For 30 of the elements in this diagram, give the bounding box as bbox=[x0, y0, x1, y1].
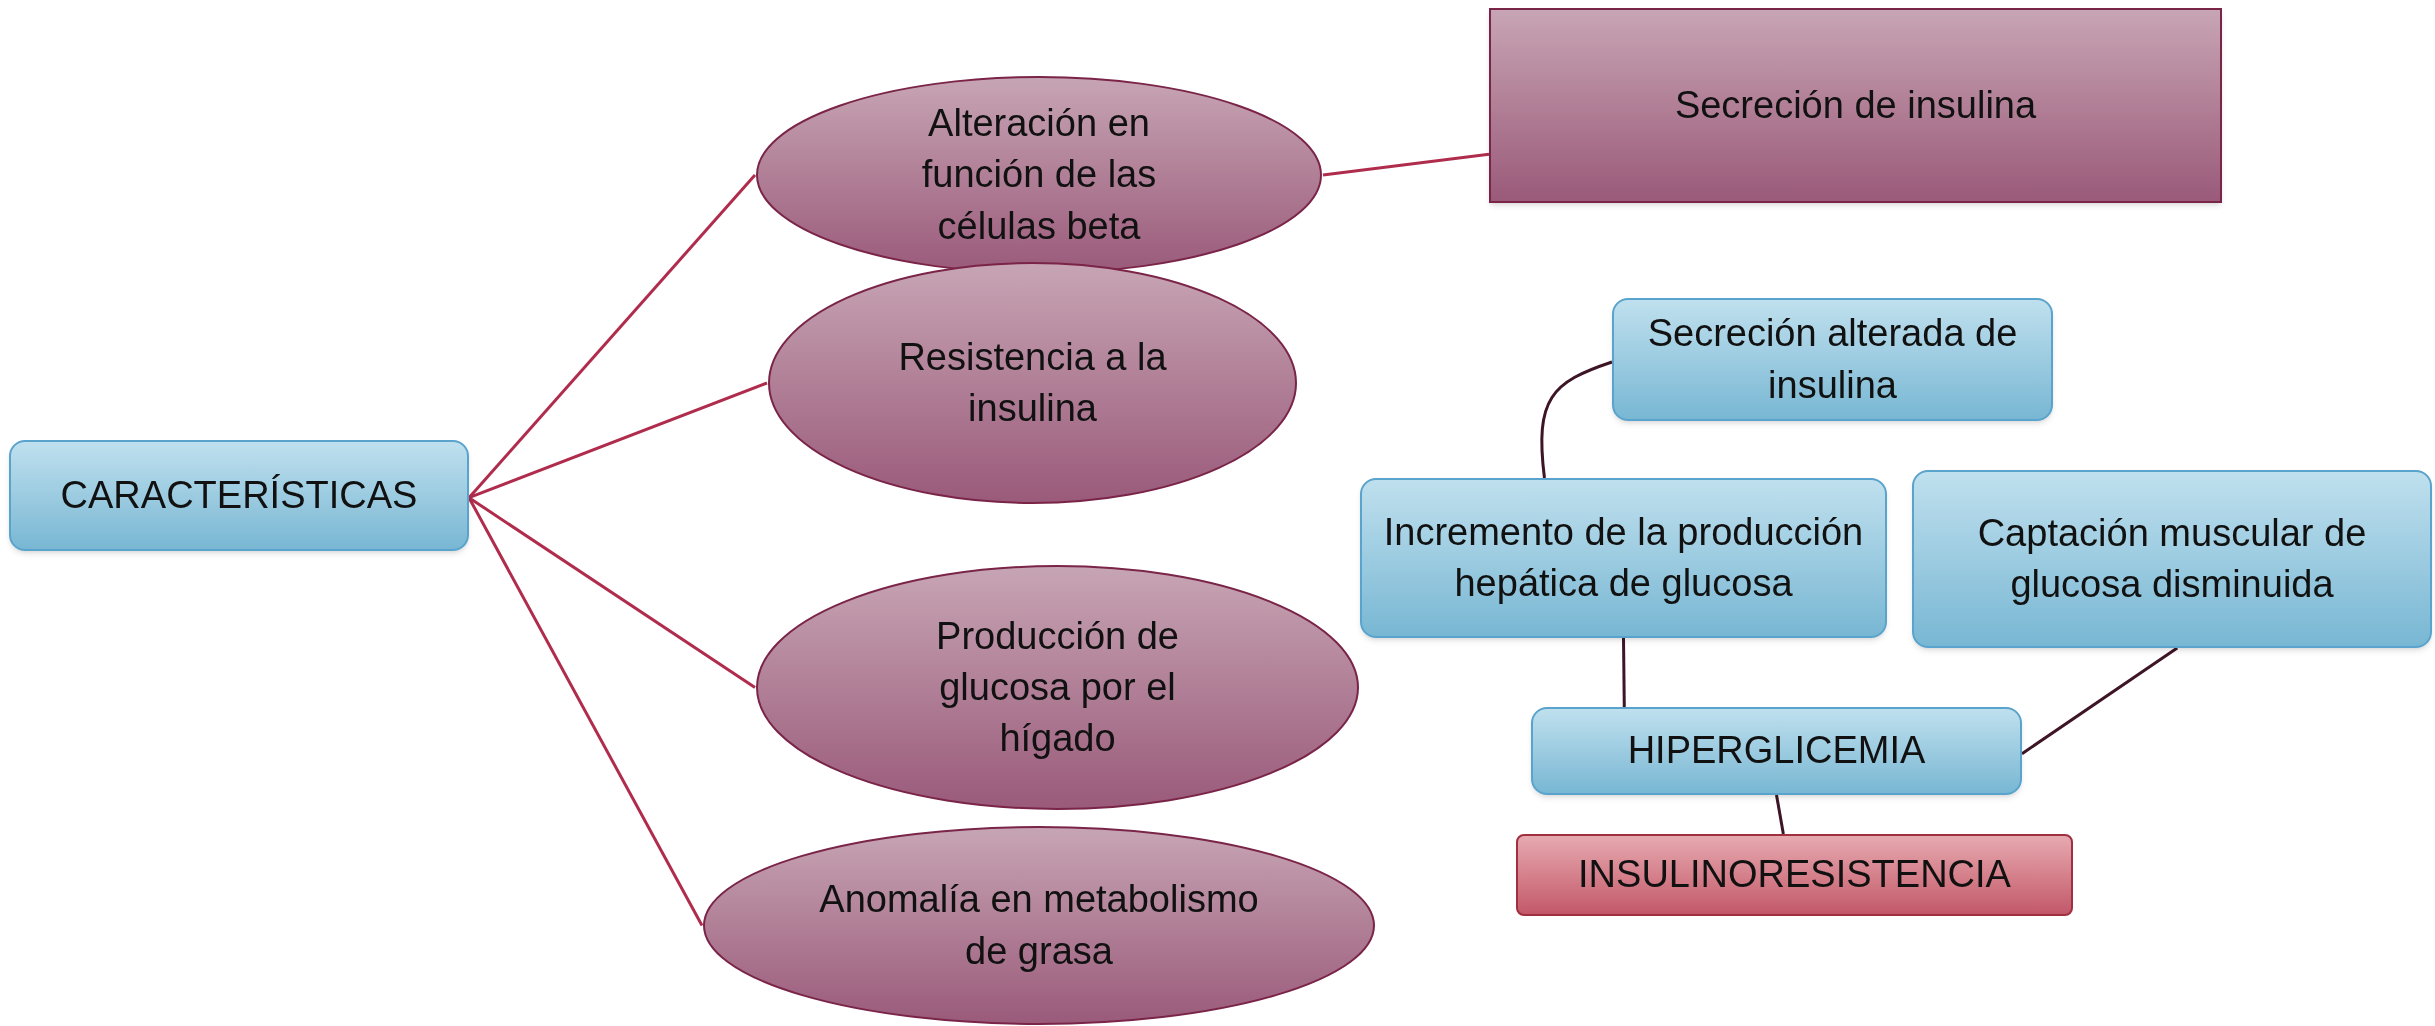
connector-line bbox=[1622, 638, 1626, 707]
ellipse-node bbox=[767, 261, 1298, 505]
node-label: Incremento de la producción hepática de glucosa bbox=[1382, 509, 1865, 606]
node-label: Alteración en función de las células beta bbox=[920, 101, 1158, 249]
connector-line bbox=[468, 496, 756, 689]
connector-line bbox=[467, 174, 757, 499]
node-label: HIPERGLICEMIA bbox=[1627, 728, 1926, 774]
connector-line bbox=[1322, 152, 1490, 177]
concept-box bbox=[1912, 470, 2432, 648]
node-label: Secreción alterada de insulina bbox=[1646, 311, 2019, 408]
concept-box bbox=[1531, 707, 2022, 795]
node-label: Anomalía en metabolismo de grasa bbox=[818, 877, 1260, 974]
connector-line bbox=[468, 381, 768, 500]
node-label: Captación muscular de glucosa disminuida bbox=[1976, 510, 2368, 607]
connector-line bbox=[2021, 646, 2179, 755]
ellipse-node bbox=[702, 825, 1376, 1026]
node-label: CARACTERÍSTICAS bbox=[60, 472, 418, 518]
node-label: Resistencia a la insulina bbox=[897, 334, 1168, 431]
node-label: Secreción de insulina bbox=[1674, 82, 2037, 128]
concept-box bbox=[1360, 478, 1887, 638]
result-box bbox=[1516, 834, 2073, 916]
connector-line bbox=[467, 497, 704, 927]
node-label: Producción de glucosa por el hígado bbox=[935, 613, 1180, 762]
concept-box bbox=[1612, 298, 2053, 421]
connector-line bbox=[1775, 794, 1785, 835]
process-box bbox=[1489, 8, 2222, 203]
concept-box bbox=[9, 440, 469, 551]
connector-line bbox=[1540, 360, 1613, 479]
node-label: INSULINORESISTENCIA bbox=[1578, 852, 2011, 898]
ellipse-node bbox=[755, 564, 1360, 811]
